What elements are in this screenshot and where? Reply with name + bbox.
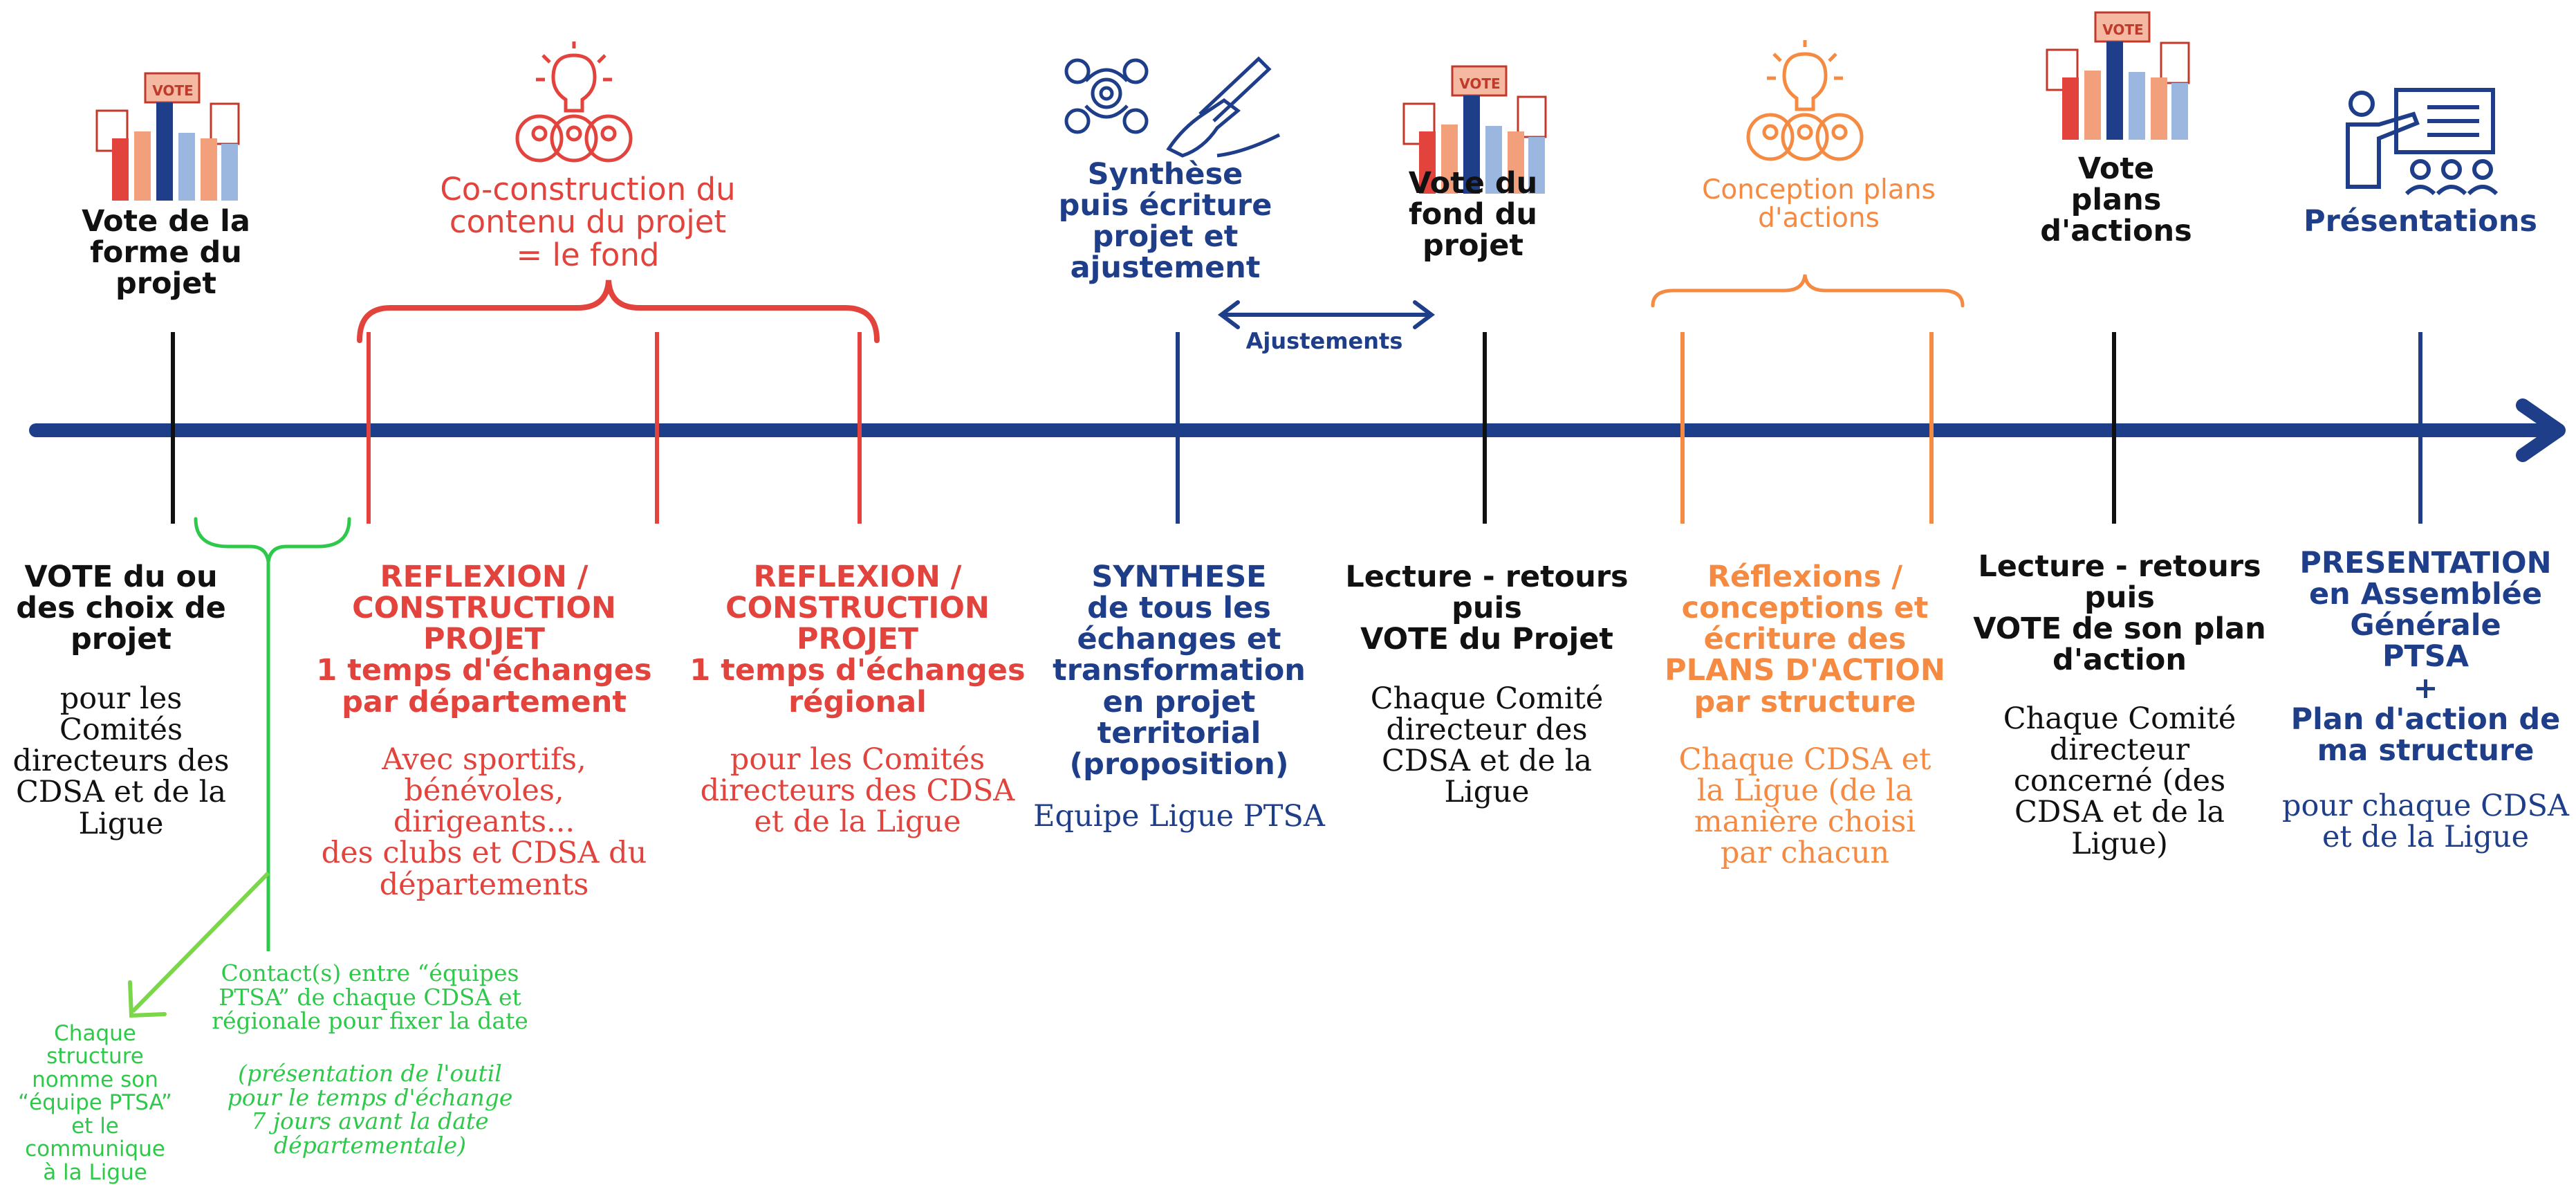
label-vote-forme: Vote de la forme du projet — [82, 204, 250, 302]
step-reflexions-plans-detail: Chaque CDSA et la Ligue (de la manière c… — [1678, 742, 1931, 871]
step-lecture-plan-title: Lecture - retours puis VOTE de son plan … — [1973, 549, 2266, 678]
step-synthese-title: SYNTHESE de tous les échanges et transfo… — [1053, 560, 1306, 782]
step-lecture-plan-detail: Chaque Comité directeur concerné (des CD… — [2003, 701, 2236, 861]
ajustements-arrow-right-head — [1413, 300, 1435, 329]
step-reflexion-dept-title: REFLEXION / CONSTRUCTION PROJET 1 temps … — [316, 560, 652, 719]
label-co-construction: Co-construction du contenu du projet = l… — [440, 171, 736, 273]
lightbulb-people-icon — [515, 42, 633, 163]
step-lecture-projet-detail: Chaque Comité directeur des CDSA et de l… — [1370, 681, 1604, 810]
note-equipe: Chaque structure nomme son “équipe PTSA”… — [18, 1021, 172, 1185]
co-construction-brace — [357, 279, 880, 343]
presenter-board-icon — [2346, 88, 2499, 196]
vote-hands-icon — [1402, 65, 1547, 194]
green-arrow-head — [128, 980, 167, 1018]
step-reflexions-plans-title: Réflexions / conceptions et écriture des… — [1665, 560, 1945, 719]
step-vote-choix-detail: pour les Comités directeurs des CDSA et … — [12, 681, 230, 841]
step-vote-choix-title: VOTE du ou des choix de projet — [16, 560, 226, 657]
label-synthese: Synthèse puis écriture projet et ajustem… — [1058, 157, 1272, 286]
green-brace — [194, 517, 351, 562]
vote-hands-icon — [95, 72, 240, 201]
note-contact: Contact(s) entre “équipes PTSA” de chaqu… — [212, 959, 528, 1035]
note-contact-detail: (présentation de l'outil pour le temps d… — [227, 1060, 513, 1159]
step-presentation-title: PRESENTATION en Assemblée Générale PTSA … — [2290, 546, 2561, 768]
step-synthese-detail: Equipe Ligue PTSA — [1033, 799, 1325, 834]
ajustements-arrow-left-head — [1218, 300, 1240, 329]
vote-badge-2: VOTE — [1459, 75, 1501, 92]
conception-brace — [1651, 274, 1965, 308]
label-presentations: Présentations — [2304, 204, 2537, 239]
step-reflexion-reg-title: REFLEXION / CONSTRUCTION PROJET 1 temps … — [689, 560, 1026, 719]
vote-badge-3: VOTE — [2102, 21, 2144, 38]
step-reflexion-dept-detail: Avec sportifs, bénévoles, dirigeants... … — [321, 742, 647, 902]
step-presentation-detail: pour chaque CDSA et de la Ligue — [2282, 789, 2569, 855]
timeline-arrowhead — [2516, 398, 2566, 462]
label-vote-plans: Vote plans d'actions — [2040, 151, 2192, 249]
step-lecture-projet-title: Lecture - retours puis VOTE du Projet — [1345, 560, 1629, 657]
vote-badge-1: VOTE — [152, 82, 194, 99]
label-conception: Conception plans d'actions — [1702, 174, 1936, 234]
lightbulb-people-icon — [1746, 40, 1864, 161]
green-arrow-line — [131, 871, 270, 1013]
vote-hands-icon — [2046, 11, 2190, 140]
gears-and-writing-hand-icon — [1064, 56, 1281, 158]
label-vote-fond: Vote du fond du projet — [1408, 166, 1538, 264]
step-reflexion-reg-detail: pour les Comités directeurs des CDSA et … — [700, 742, 1015, 840]
label-ajustements: Ajustements — [1245, 328, 1403, 354]
